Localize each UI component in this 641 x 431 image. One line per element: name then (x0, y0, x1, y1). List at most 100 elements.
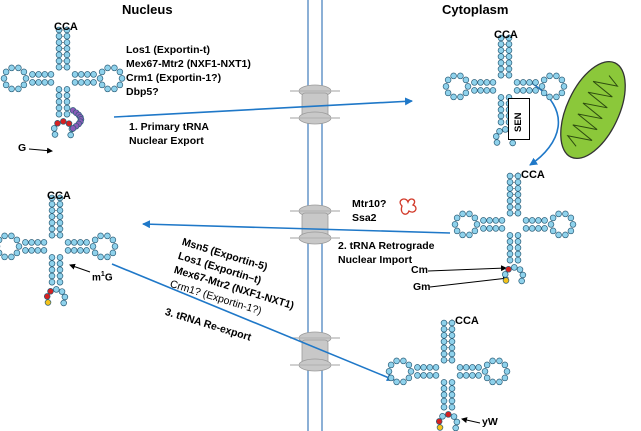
nucleotide (440, 319, 448, 327)
nucleotide (104, 64, 111, 72)
nucleotide (405, 374, 413, 382)
sen-label: SEN (513, 112, 524, 132)
nucleotide (503, 368, 511, 375)
nucleotide (90, 71, 97, 78)
nucleotide (505, 53, 513, 60)
nucleotide (43, 293, 51, 300)
nucleotide (405, 361, 413, 369)
nucleotide (13, 236, 21, 244)
nucleotide (558, 76, 566, 84)
nucleotide (48, 219, 56, 227)
nucleotide (48, 200, 56, 208)
nucleotide (440, 325, 448, 333)
nucleotide (541, 225, 548, 232)
nucleotide (440, 403, 448, 411)
nucleotide (393, 357, 400, 365)
nucleotide (55, 98, 63, 106)
nucleotide (432, 364, 440, 371)
nucleotide (41, 79, 49, 86)
nucleotide (506, 256, 514, 264)
cell-extras (399, 60, 626, 215)
nucleotide (549, 227, 557, 235)
nucleotide (13, 249, 21, 257)
nucleotide (453, 214, 461, 222)
nucleotide (471, 214, 479, 222)
nucleotide (56, 260, 64, 267)
nucleotide (55, 32, 63, 40)
nucleotide (514, 238, 522, 245)
nucleotide (532, 87, 539, 94)
nucleotide (489, 87, 497, 94)
nucleotide (111, 85, 118, 93)
nucleotide (55, 86, 63, 93)
nucleotide (505, 40, 513, 48)
import-factor: Ssa2 (352, 212, 377, 224)
nucleotide (420, 364, 427, 371)
nucleotide (83, 239, 90, 246)
nucleotide (506, 191, 514, 198)
nucleotide (471, 227, 479, 235)
nucleotide (457, 72, 464, 80)
nucleotide (56, 231, 64, 239)
nucleotide (448, 344, 456, 352)
nucleotide (104, 253, 111, 261)
nucleotide (444, 76, 452, 84)
nucleotide (385, 368, 393, 375)
nucleotide (35, 79, 42, 86)
nuclear-pore (290, 204, 340, 245)
nucleotide (15, 64, 22, 72)
nucleotide (400, 357, 407, 365)
nucleotide (35, 71, 42, 78)
nucleotide (518, 277, 525, 285)
nucleotide (55, 26, 63, 34)
nucleotide (77, 79, 85, 86)
nucleotide (20, 68, 28, 76)
nucleotide (55, 45, 63, 52)
nucleotide (400, 378, 407, 386)
nucleotide (77, 239, 84, 246)
nucleotide (450, 72, 457, 80)
nucleotide (505, 71, 513, 79)
nucleotide (22, 239, 29, 246)
m1g-modification-label: m1G (92, 271, 113, 284)
nucleotide (2, 68, 10, 76)
nucleotide (513, 79, 521, 86)
export-factor: Mex67-Mtr2 (NXF1-NXT1) (126, 58, 251, 70)
nucleotide (58, 288, 66, 295)
nucleotide (532, 79, 539, 86)
nucleotide (448, 350, 456, 358)
nucleotide (56, 225, 64, 233)
nucleotide (528, 225, 536, 232)
nucleotide (506, 238, 514, 245)
nucleotide (501, 271, 509, 278)
nucleotide (497, 65, 505, 73)
nucleotide (91, 249, 99, 257)
nucleotide (55, 51, 63, 59)
nucleotide (497, 71, 505, 79)
nucleotide (497, 112, 505, 120)
mitochondrion (560, 60, 626, 160)
nucleotide (54, 120, 61, 127)
nucleotide (483, 361, 491, 369)
nucleotide (48, 231, 56, 239)
nucleotide (55, 39, 63, 46)
nucleotide (505, 59, 513, 67)
nucleotide (489, 79, 497, 86)
nucleotide (48, 207, 56, 214)
nucleotide (497, 47, 505, 54)
nucleotide (0, 249, 3, 257)
nucleotide (483, 87, 491, 94)
nucleotide (506, 209, 514, 217)
nucleotide (540, 89, 548, 97)
nucleotide (501, 361, 509, 369)
nucleotide (514, 191, 522, 198)
nucleotide (497, 94, 505, 101)
nucleotide (63, 98, 71, 106)
nucleotide (60, 299, 67, 307)
nucleotide (535, 225, 542, 232)
nucleotide (519, 87, 527, 94)
nucleotide (486, 225, 493, 232)
nucleotide (70, 247, 78, 254)
nucleotide (496, 378, 503, 386)
nucleotide (440, 332, 448, 339)
